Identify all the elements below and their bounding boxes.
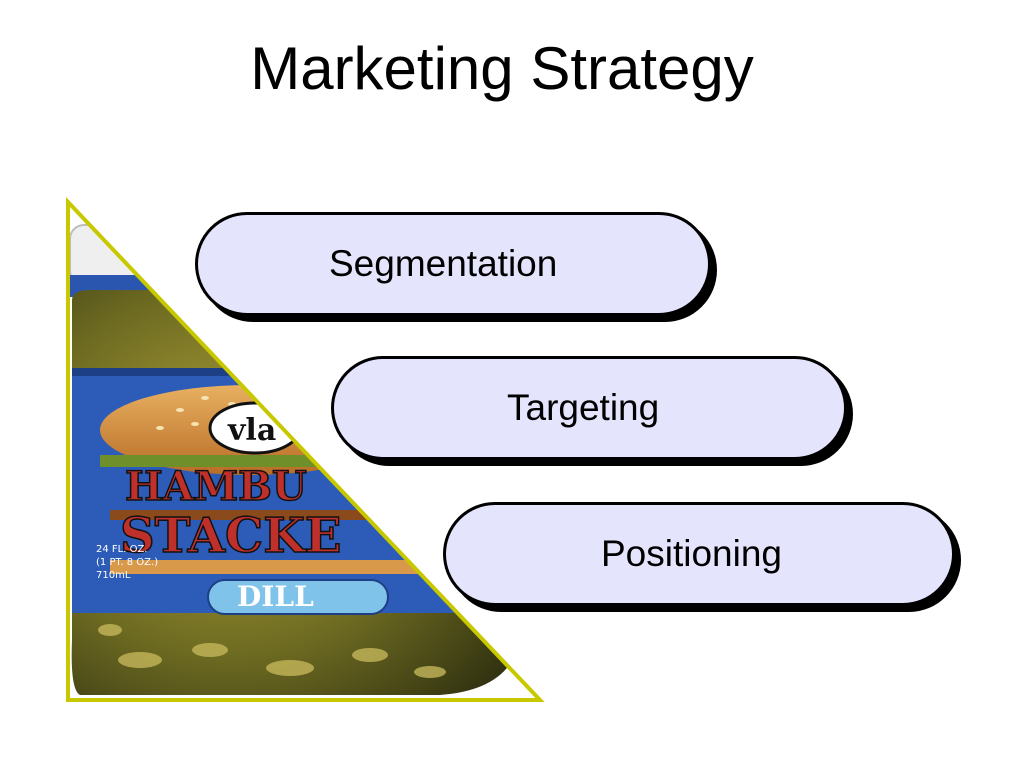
pill-shape — [195, 212, 711, 316]
svg-text:vla: vla — [227, 413, 276, 448]
step-targeting: Targeting — [331, 356, 853, 466]
step-segmentation: Segmentation — [195, 212, 717, 322]
step-label-positioning: Positioning — [601, 533, 783, 574]
svg-text:(1 PT. 8 OZ.): (1 PT. 8 OZ.) — [96, 557, 158, 568]
svg-text:STACKE: STACKE — [120, 508, 342, 564]
step-label-targeting: Targeting — [507, 387, 660, 428]
svg-text:24 FL. OZ.: 24 FL. OZ. — [96, 544, 147, 555]
pill-shape — [331, 356, 847, 460]
svg-text:HAMBU: HAMBU — [125, 463, 307, 510]
pill-shape — [443, 502, 955, 606]
step-positioning: Positioning — [443, 502, 961, 612]
svg-text:710mL: 710mL — [96, 570, 131, 581]
step-label-segmentation: Segmentation — [329, 243, 558, 284]
slide-title: Marketing Strategy — [250, 35, 754, 102]
svg-text:DILL: DILL — [237, 580, 314, 613]
